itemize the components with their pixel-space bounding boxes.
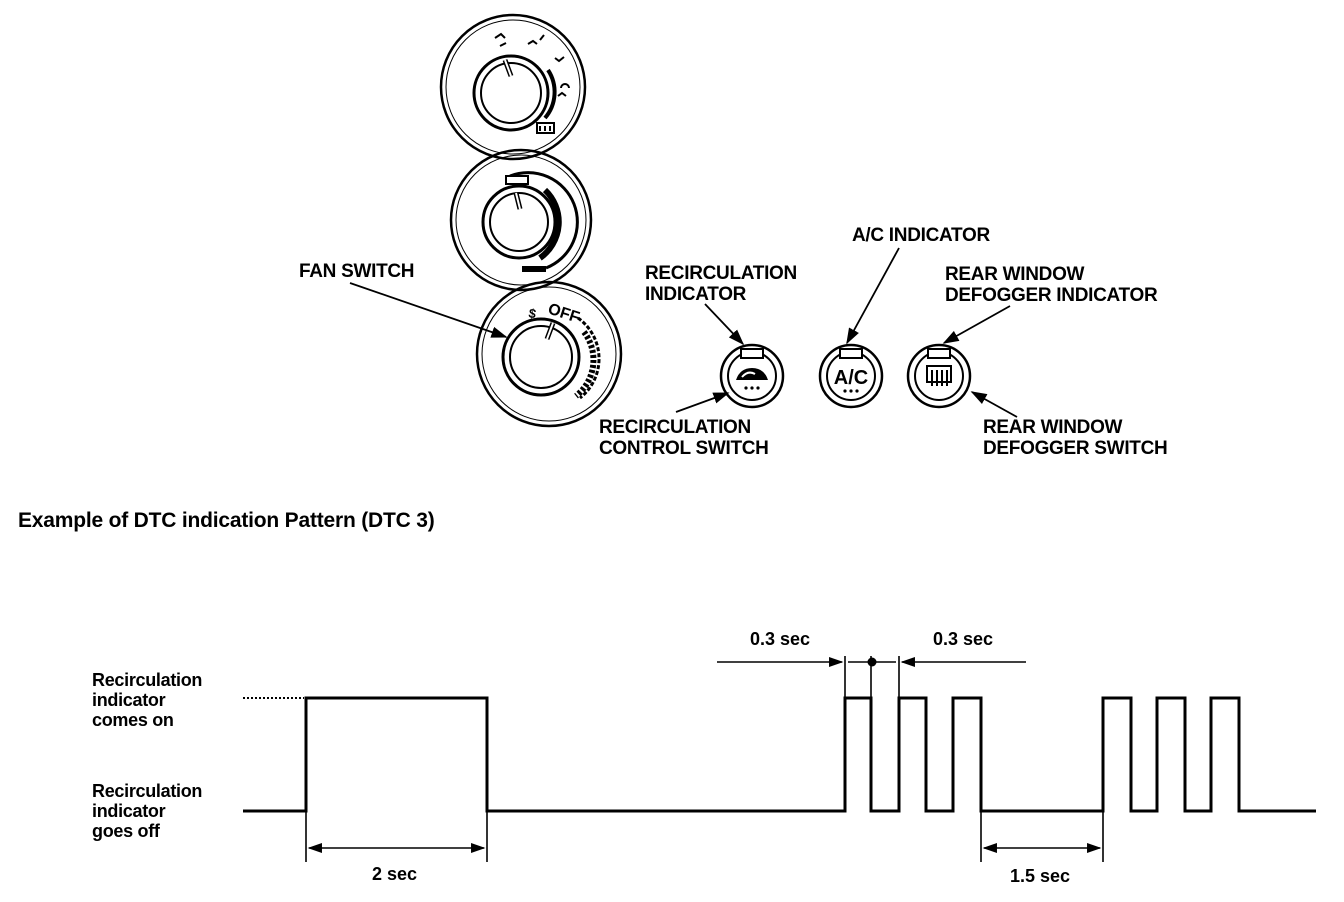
pulse-off-duration: 0.3 sec [933, 629, 994, 649]
dimension-lines [305, 656, 1104, 862]
recirculation-indicator-lamp [740, 348, 764, 359]
ac-indicator-lamp [839, 348, 863, 359]
mode-symbol-icons [494, 32, 570, 134]
recirculation-control-switch[interactable] [719, 343, 785, 409]
fan-switch-label: FAN SWITCH [299, 261, 415, 282]
ac-switch-text: A/C [834, 367, 868, 389]
pulse-on-duration: 0.3 sec [750, 629, 811, 649]
fan-switch-knob[interactable]: $ OFF [475, 280, 623, 428]
temperature-control-knob [449, 148, 593, 292]
callout-arrows [349, 247, 1018, 418]
rear-window-defogger-switch[interactable] [906, 343, 972, 409]
ac-switch[interactable]: A/C [818, 343, 884, 409]
recirculation-car-icon [736, 368, 768, 390]
first-pulse-duration: 2 sec [372, 864, 418, 884]
ac-indicator-label: A/C INDICATOR [852, 225, 990, 246]
fan-mark-text: $ [527, 305, 537, 321]
dtc-timing-waveform [243, 696, 1316, 813]
mode-control-knob [439, 13, 587, 161]
pulse-center-dot [867, 657, 877, 667]
gap-duration: 1.5 sec [1010, 866, 1071, 886]
rear-defogger-indicator-lamp [927, 348, 951, 359]
section-title: Example of DTC indication Pattern (DTC 3… [18, 509, 435, 532]
rear-defogger-icon [926, 365, 952, 386]
